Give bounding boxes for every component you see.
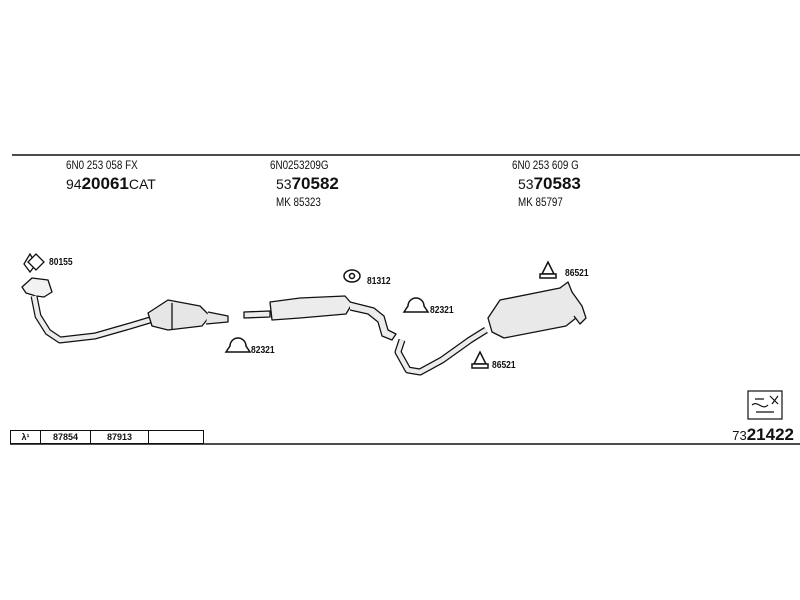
callout-mount-upper: 86521 [565,268,589,279]
catalogue-symbol-icon [747,390,783,420]
order-prefix: 94 [66,176,82,192]
ref-main: 21422 [746,425,794,444]
sensor-cell [149,431,203,443]
sensor-cell: 87913 [91,431,149,443]
part-number-rear: 6N0 253 609 G [512,158,579,172]
callout-clamp-rear: 82321 [430,305,454,316]
order-main: 70583 [533,174,581,193]
clamp-icon [224,337,252,353]
callout-clamp-front: 82321 [251,345,275,356]
order-prefix: 53 [276,176,292,192]
rubber-mount-icon [471,350,489,369]
hanger-ring-icon [343,269,361,283]
order-number-cat: 9420061CAT [66,174,156,194]
rear-muffler-part [394,281,587,376]
lambda-symbol: λ¹ [11,431,41,443]
clamp-icon [402,297,430,313]
callout-hanger: 81312 [367,276,391,287]
center-muffler-part [243,295,397,341]
order-number-middle: 5370582 [276,174,339,194]
order-suffix: CAT [128,176,156,192]
callout-gasket: 80155 [49,257,73,268]
gasket-icon [23,252,45,274]
order-number-rear: 5370583 [518,174,581,194]
rubber-mount-icon [539,260,557,279]
ref-prefix: 73 [732,428,747,443]
order-main: 20061 [81,174,129,193]
mk-number-middle: MK 85323 [276,195,321,209]
part-number-middle: 6N0253209G [270,158,329,172]
part-number-cat: 6N0 253 058 FX [66,158,138,172]
mk-number-rear: MK 85797 [518,195,563,209]
order-prefix: 53 [518,176,534,192]
order-main: 70582 [291,174,339,193]
catalytic-converter-part [21,277,229,344]
sensor-table: λ¹ 87854 87913 [10,430,204,444]
callout-mount-lower: 86521 [492,360,516,371]
sensor-cell: 87854 [41,431,91,443]
diagram-reference: 7321422 [732,425,794,445]
